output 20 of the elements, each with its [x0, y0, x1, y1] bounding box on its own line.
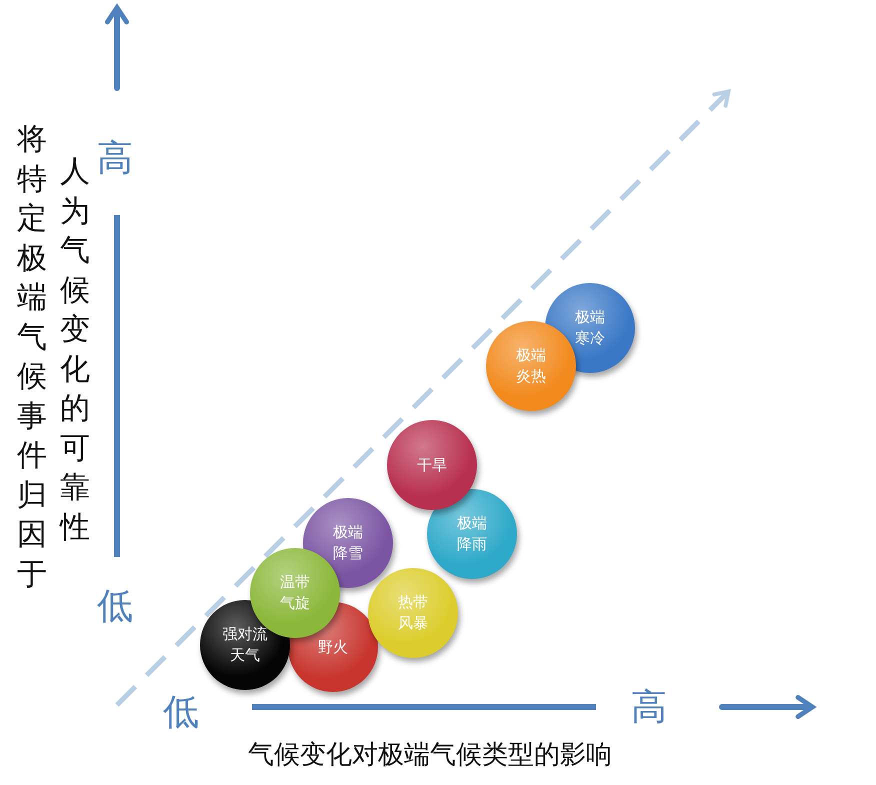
- bubble-label: 极端降雨: [456, 513, 488, 555]
- axis-title: 气候变化对极端气候类型的影响: [248, 739, 612, 772]
- bubble-label: 干旱: [416, 454, 448, 476]
- bubble-label: 强对流天气: [222, 624, 268, 666]
- bubble-label: 野火: [317, 636, 349, 658]
- bubble-circle: [486, 321, 576, 411]
- bubble-label: 极端炎热: [515, 345, 547, 387]
- axis-tick-label: 高: [97, 137, 133, 181]
- bubble-label: 热带风暴: [397, 592, 429, 634]
- axis-title: 将特定极端气候事件归因于: [17, 121, 48, 594]
- axis-tick-label: 高: [631, 686, 667, 730]
- bubble-circle: [387, 420, 477, 510]
- bubble-label: 极端寒冷: [574, 307, 606, 349]
- bubble-label: 极端降雪: [332, 522, 364, 564]
- axis-title: 人为气候变化的可靠性: [60, 153, 91, 546]
- bubble-label: 温带气旋: [279, 572, 311, 614]
- axis-tick-label: 低: [163, 691, 199, 735]
- bubble-circle: [427, 489, 517, 579]
- bubble-circle: [368, 568, 458, 658]
- axis-tick-label: 低: [97, 585, 133, 629]
